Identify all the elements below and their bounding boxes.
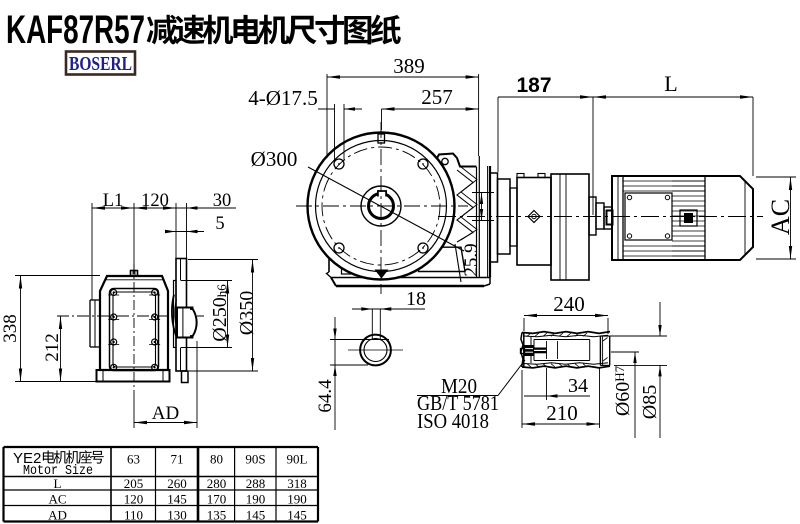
svg-text:240: 240	[553, 292, 585, 316]
svg-text:Ø350: Ø350	[236, 291, 258, 335]
svg-text:212: 212	[42, 333, 63, 362]
svg-text:170: 170	[207, 492, 227, 507]
svg-text:90S: 90S	[245, 452, 265, 467]
svg-text:389: 389	[393, 54, 425, 78]
svg-text:AC: AC	[766, 199, 795, 235]
svg-text:120: 120	[141, 191, 169, 211]
svg-text:Ø250h6: Ø250h6	[209, 284, 231, 342]
svg-text:318: 318	[287, 476, 307, 491]
svg-text:145: 145	[287, 507, 307, 522]
svg-text:187: 187	[516, 74, 551, 97]
svg-text:205: 205	[124, 476, 144, 491]
svg-text:71: 71	[171, 452, 184, 467]
svg-text:145: 145	[167, 492, 187, 507]
svg-text:190: 190	[246, 492, 266, 507]
svg-text:AD: AD	[152, 403, 179, 424]
svg-text:280: 280	[207, 476, 227, 491]
svg-text:260: 260	[167, 476, 187, 491]
svg-text:63: 63	[127, 452, 140, 467]
svg-text:5: 5	[215, 214, 224, 234]
svg-text:64.4: 64.4	[315, 379, 336, 413]
svg-text:288: 288	[246, 476, 266, 491]
svg-text:AC: AC	[48, 492, 66, 507]
svg-text:257: 257	[421, 85, 453, 109]
svg-text:110: 110	[124, 507, 143, 522]
svg-text:90L: 90L	[287, 452, 308, 467]
svg-text:135: 135	[207, 507, 227, 522]
svg-text:L: L	[664, 71, 677, 96]
svg-text:18: 18	[406, 288, 426, 310]
svg-text:L: L	[54, 476, 62, 491]
svg-text:M20: M20	[441, 374, 477, 398]
svg-text:4-Ø17.5: 4-Ø17.5	[248, 86, 317, 110]
svg-text:GB/T 5781: GB/T 5781	[417, 391, 499, 415]
svg-text:BOSERL: BOSERL	[69, 53, 132, 75]
svg-text:Ø85: Ø85	[639, 385, 661, 419]
svg-text:YE2: YE2	[13, 450, 41, 467]
svg-text:AD: AD	[48, 507, 67, 522]
svg-text:338: 338	[0, 314, 21, 343]
svg-text:KAF87R57: KAF87R57	[6, 8, 145, 52]
svg-text:Motor Size: Motor Size	[23, 464, 93, 479]
svg-text:Ø300: Ø300	[251, 147, 298, 171]
svg-text:34: 34	[568, 375, 588, 397]
svg-text:130: 130	[167, 507, 187, 522]
svg-text:145: 145	[246, 507, 266, 522]
svg-text:30: 30	[213, 191, 232, 211]
svg-text:210: 210	[546, 401, 578, 425]
svg-text:ISO 4018: ISO 4018	[417, 409, 489, 433]
svg-text:80: 80	[210, 452, 223, 467]
svg-text:L1: L1	[103, 191, 124, 211]
svg-text:25.9: 25.9	[461, 243, 482, 276]
svg-text:190: 190	[287, 492, 307, 507]
svg-text:120: 120	[124, 492, 144, 507]
